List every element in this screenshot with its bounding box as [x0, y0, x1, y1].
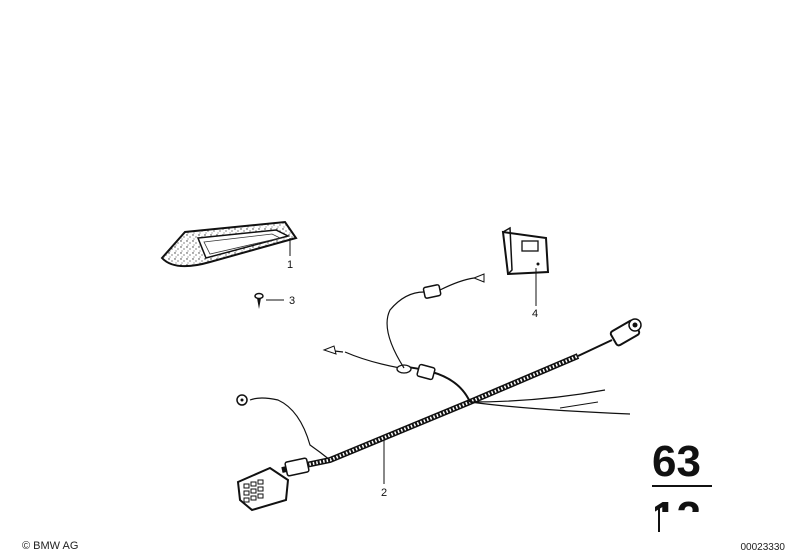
relay-drawing[interactable]	[501, 226, 550, 306]
group-number: 63	[652, 437, 701, 486]
subgroup-clip: 12	[652, 493, 701, 542]
subgroup-number: 12	[652, 493, 701, 542]
brake-light-drawing[interactable]	[160, 220, 298, 268]
callout-3[interactable]: 3	[289, 295, 295, 307]
copyright-text: © BMW AG	[22, 540, 79, 552]
diagram-id-text: 00023330	[740, 542, 786, 553]
callout-2[interactable]: 2	[381, 487, 387, 499]
wiring-harness-drawing[interactable]	[236, 273, 642, 512]
callout-1[interactable]: 1	[287, 259, 293, 271]
screw-drawing[interactable]	[254, 292, 284, 310]
callout-4[interactable]: 4	[532, 308, 538, 320]
